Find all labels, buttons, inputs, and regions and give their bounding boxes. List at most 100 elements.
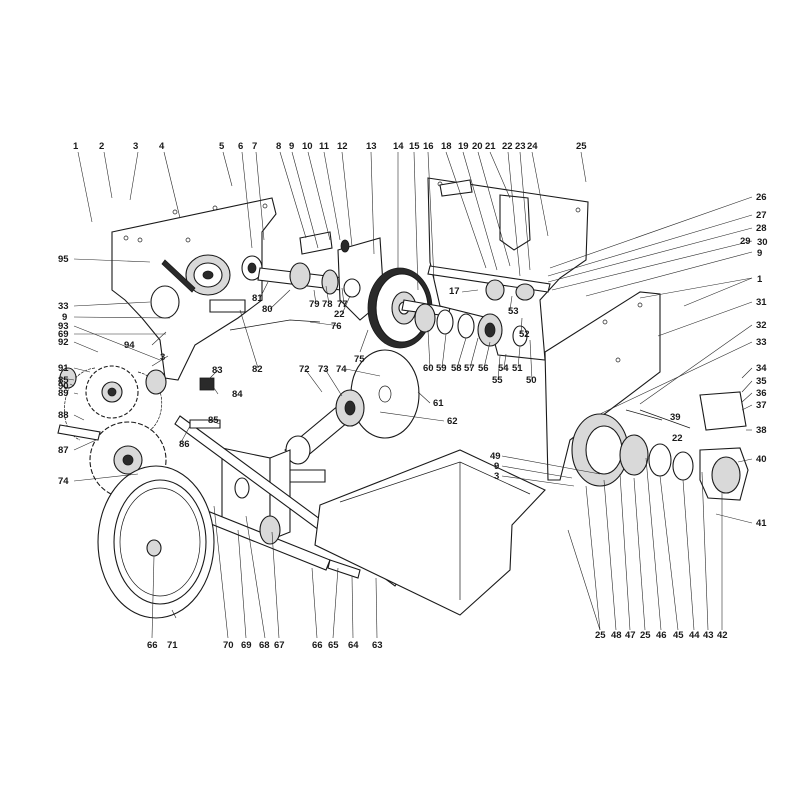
callout-9: 9 — [289, 141, 294, 152]
callout-66-lower: 66 — [312, 640, 323, 651]
callout-16: 16 — [423, 141, 434, 152]
callout-94: 94 — [124, 340, 135, 351]
callout-73: 73 — [318, 364, 329, 375]
callout-5: 5 — [219, 141, 225, 152]
small-hardware — [189, 179, 691, 579]
callout-78: 78 — [322, 299, 333, 310]
callout-13: 13 — [366, 141, 377, 152]
callout-17: 17 — [449, 286, 460, 297]
callout-81: 81 — [252, 293, 263, 304]
callout-69: 69 — [58, 329, 69, 340]
callout-19: 19 — [458, 141, 469, 152]
callout-42: 42 — [717, 630, 728, 641]
callout-84: 84 — [232, 389, 243, 400]
callout-64: 64 — [348, 640, 359, 651]
callout-52: 52 — [519, 329, 530, 340]
callout-33-right: 33 — [756, 337, 767, 348]
callout-62: 62 — [447, 416, 458, 427]
callout-34: 34 — [756, 363, 767, 374]
callout-3-lower: 3 — [494, 471, 499, 482]
callout-41: 41 — [756, 518, 767, 529]
callout-68: 68 — [259, 640, 270, 651]
callout-4: 4 — [159, 141, 165, 152]
right-frame-plate — [544, 291, 661, 481]
callout-37: 37 — [756, 400, 767, 411]
callout-40: 40 — [756, 454, 767, 465]
callout-23: 23 — [515, 141, 526, 152]
callout-90: 90 — [58, 381, 69, 392]
callout-35: 35 — [756, 376, 767, 387]
callout-22-center: 22 — [334, 309, 345, 320]
callout-61: 61 — [433, 398, 444, 409]
callout-15: 15 — [409, 141, 420, 152]
callout-36: 36 — [756, 388, 767, 399]
callout-20: 20 — [472, 141, 483, 152]
callout-58: 58 — [451, 363, 462, 374]
callout-33: 33 — [58, 301, 69, 312]
callout-60: 60 — [423, 363, 434, 374]
callout-70: 70 — [223, 640, 234, 651]
callout-29: 29 — [740, 236, 751, 247]
callout-47: 47 — [625, 630, 636, 641]
callout-9-right: 9 — [757, 248, 762, 259]
callout-49: 49 — [490, 451, 501, 462]
callout-10: 10 — [302, 141, 313, 152]
callout-32: 32 — [756, 320, 767, 331]
callout-2: 2 — [99, 141, 104, 152]
callout-77: 77 — [337, 299, 348, 310]
callout-12: 12 — [337, 141, 348, 152]
callout-93: 93 — [58, 321, 69, 332]
callout-51: 51 — [512, 363, 523, 374]
callout-66: 66 — [147, 640, 158, 651]
callout-87: 87 — [58, 445, 69, 456]
callout-38: 38 — [756, 425, 767, 436]
callout-63: 63 — [372, 640, 383, 651]
callout-44: 44 — [689, 630, 700, 641]
callout-30: 30 — [757, 237, 768, 248]
drive-pulley — [367, 267, 451, 349]
bearing-stack — [414, 265, 551, 347]
callout-74-center: 74 — [336, 364, 347, 375]
callout-82: 82 — [252, 364, 263, 375]
callout-27: 27 — [756, 210, 767, 221]
callout-6: 6 — [238, 141, 243, 152]
callout-59: 59 — [436, 363, 447, 374]
wheel-pulley — [97, 465, 215, 619]
callout-14: 14 — [393, 141, 404, 152]
callout-1-right: 1 — [757, 274, 763, 285]
callout-53: 53 — [508, 306, 519, 317]
callout-1: 1 — [73, 141, 79, 152]
callout-89: 89 — [58, 388, 69, 399]
callout-22-right: 22 — [672, 433, 683, 444]
callout-71: 71 — [167, 640, 178, 651]
callout-72: 72 — [299, 364, 310, 375]
callout-43: 43 — [703, 630, 714, 641]
callout-80: 80 — [262, 304, 273, 315]
callout-57: 57 — [464, 363, 475, 374]
callout-8: 8 — [276, 141, 281, 152]
right-bearing-housing — [571, 391, 749, 501]
callout-74-left: 74 — [58, 476, 69, 487]
callout-46: 46 — [656, 630, 667, 641]
callout-85: 85 — [58, 375, 69, 386]
leader-lines — [61, 151, 753, 639]
callout-3: 3 — [133, 141, 138, 152]
callout-79: 79 — [309, 299, 320, 310]
callout-28: 28 — [756, 223, 767, 234]
chute-housing — [314, 449, 546, 616]
callout-67: 67 — [274, 640, 285, 651]
callout-9-lower: 9 — [494, 461, 499, 472]
callout-22: 22 — [502, 141, 513, 152]
callout-labels: 1 2 3 4 5 6 7 8 9 10 11 12 13 14 15 16 1… — [58, 141, 768, 651]
callout-75: 75 — [354, 354, 365, 365]
callout-7: 7 — [252, 141, 257, 152]
callout-83: 83 — [212, 365, 223, 376]
callout-88: 88 — [58, 410, 69, 421]
callout-9-left: 9 — [62, 312, 67, 323]
callout-50: 50 — [526, 375, 537, 386]
sprocket-chain-assembly — [57, 365, 167, 499]
callout-25-lower2: 25 — [640, 630, 651, 641]
callout-24: 24 — [527, 141, 538, 152]
callout-48: 48 — [611, 630, 622, 641]
